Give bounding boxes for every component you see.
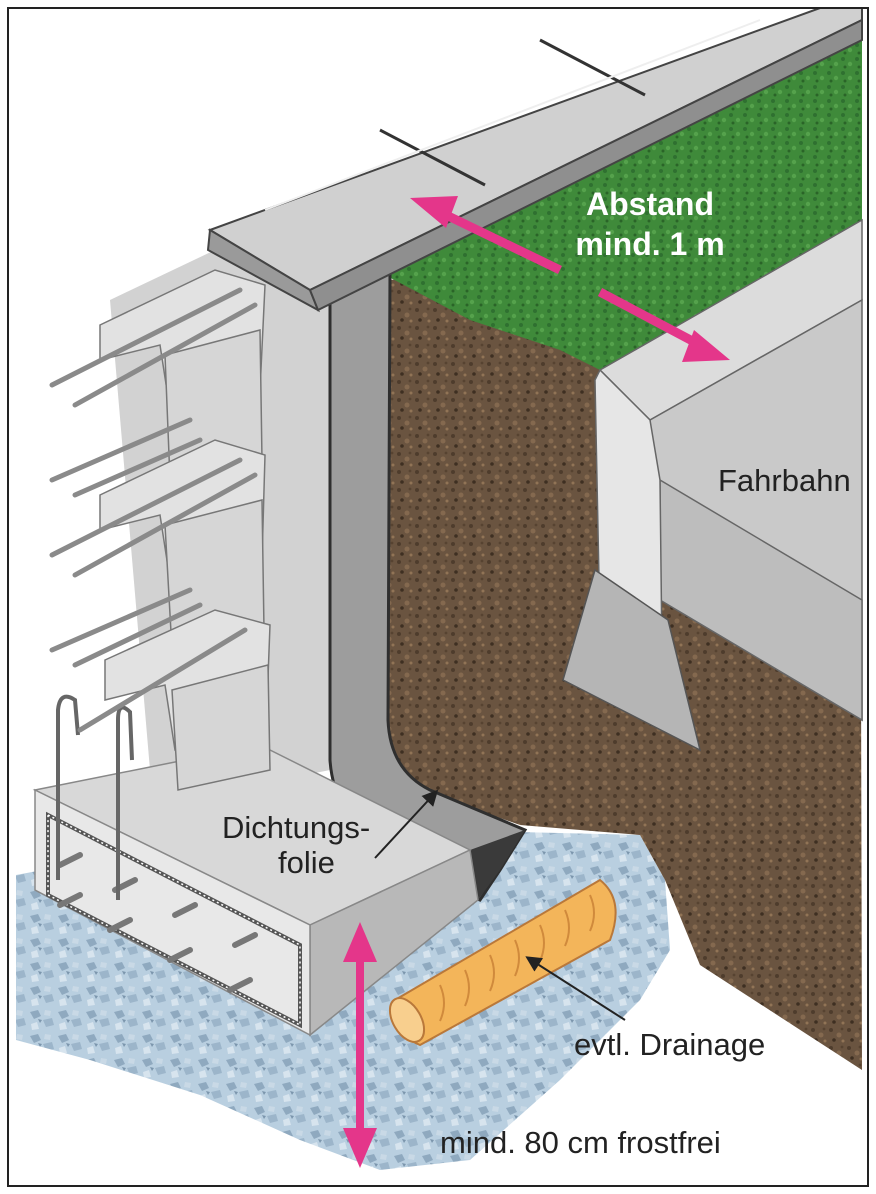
diagram-frame [7, 7, 869, 1187]
foundation-footing [32, 694, 479, 1037]
membrane-dark-edge [470, 830, 525, 900]
membrane-leader-line [374, 789, 439, 859]
wall-block-3 [104, 609, 271, 791]
coping-stones [206, 7, 863, 313]
road-label: Fahrbahn [718, 463, 851, 498]
frost-label: mind. 80 cm frostfrei [440, 1125, 721, 1160]
frost-depth-arrow [343, 922, 377, 1168]
wall-blocks [49, 269, 271, 791]
membrane-label-line1: Dichtungs- [222, 810, 370, 845]
drainage-leader-line [525, 956, 626, 1021]
drainage-label: evtl. Drainage [574, 1027, 765, 1062]
membrane-label-line2: folie [278, 845, 335, 880]
road-slab [562, 218, 863, 752]
distance-label-line2: mind. 1 m [575, 226, 724, 262]
drainage-pipe [388, 878, 617, 1047]
distance-label-line1: Abstand [586, 186, 714, 222]
distance-arrow [410, 196, 730, 362]
road-membrane-wedge [562, 568, 702, 752]
